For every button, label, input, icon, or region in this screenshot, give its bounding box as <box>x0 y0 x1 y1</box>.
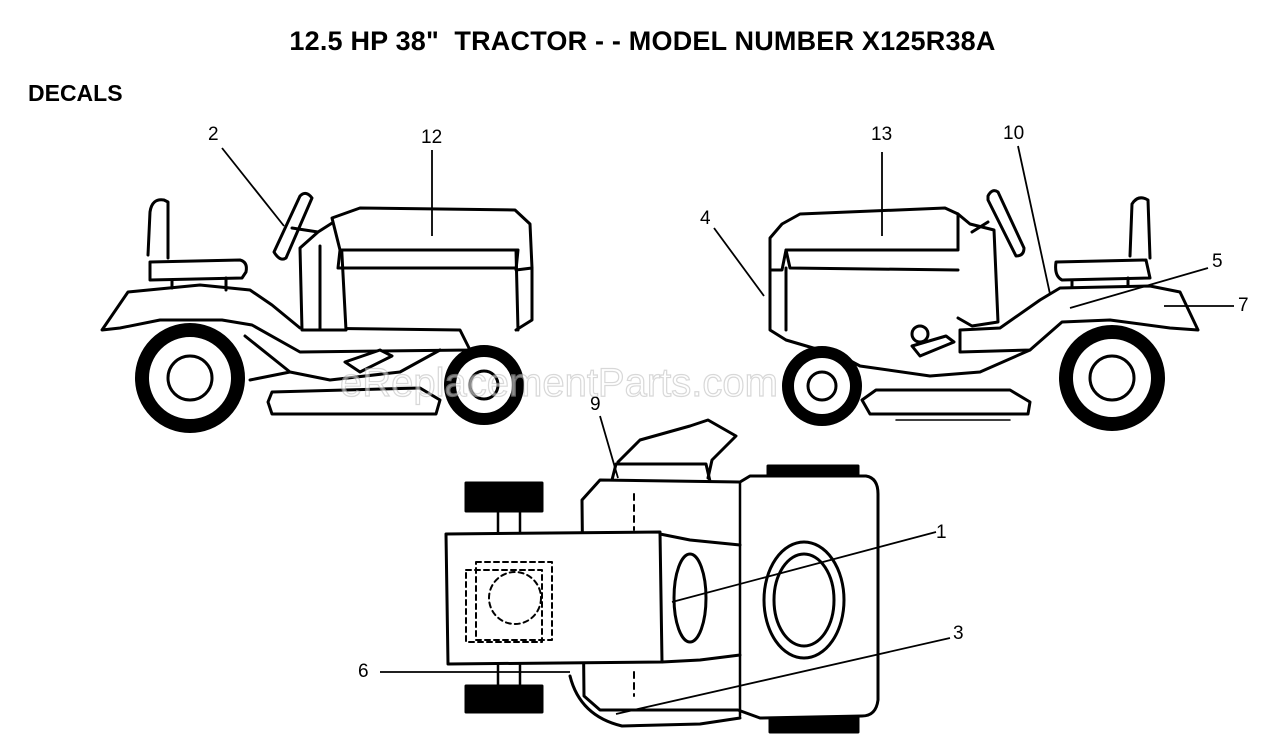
callout-7: 7 <box>1238 295 1249 316</box>
leader-10 <box>1017 145 1051 295</box>
left-rear-wheel <box>135 323 245 433</box>
leader-4 <box>713 227 765 297</box>
top-left-rear-tire <box>464 684 544 714</box>
left-front-wheel <box>444 345 524 425</box>
top-hood-box <box>444 530 664 666</box>
tractor-right-view <box>768 189 1200 431</box>
right-rear-fender <box>958 284 1200 354</box>
callout-12: 12 <box>421 127 442 148</box>
right-seat-back <box>1128 196 1152 260</box>
tractor-left-view <box>100 191 534 433</box>
left-rear-fender <box>100 283 472 354</box>
right-front-wheel <box>782 346 862 426</box>
leader-3 <box>615 637 951 715</box>
left-seat-bottom <box>148 258 248 282</box>
leader-2 <box>221 147 285 227</box>
callout-13: 13 <box>871 124 892 145</box>
left-mower-deck <box>266 386 442 416</box>
callout-6: 6 <box>358 661 369 682</box>
leader-5 <box>1069 267 1209 309</box>
right-mower-deck <box>860 388 1032 416</box>
callout-1: 1 <box>936 522 947 543</box>
callout-3: 3 <box>953 623 964 644</box>
leader-9 <box>599 415 619 479</box>
callout-10: 10 <box>1003 123 1024 144</box>
left-steering-wheel <box>272 191 314 261</box>
leader-1 <box>671 531 937 603</box>
leader-lines <box>221 145 1234 715</box>
section-label: DECALS <box>28 80 123 106</box>
right-seat-bottom <box>1054 258 1152 282</box>
top-left-front-tire <box>464 481 544 513</box>
left-seat-back <box>146 198 170 260</box>
top-discharge-chute <box>616 418 738 480</box>
watermark: eReplacementParts.com <box>340 361 778 405</box>
top-engine-oval <box>762 540 846 660</box>
diagram-title: 12.5 HP 38" TRACTOR - - MODEL NUMBER X12… <box>289 26 996 56</box>
right-steering-wheel <box>986 189 1026 258</box>
callout-2: 2 <box>208 124 219 145</box>
callout-5: 5 <box>1212 251 1223 272</box>
right-rear-wheel <box>1059 325 1165 431</box>
callout-9: 9 <box>590 394 601 415</box>
right-hood <box>768 206 960 272</box>
tractor-top-view <box>444 418 880 734</box>
callout-4: 4 <box>700 208 711 229</box>
